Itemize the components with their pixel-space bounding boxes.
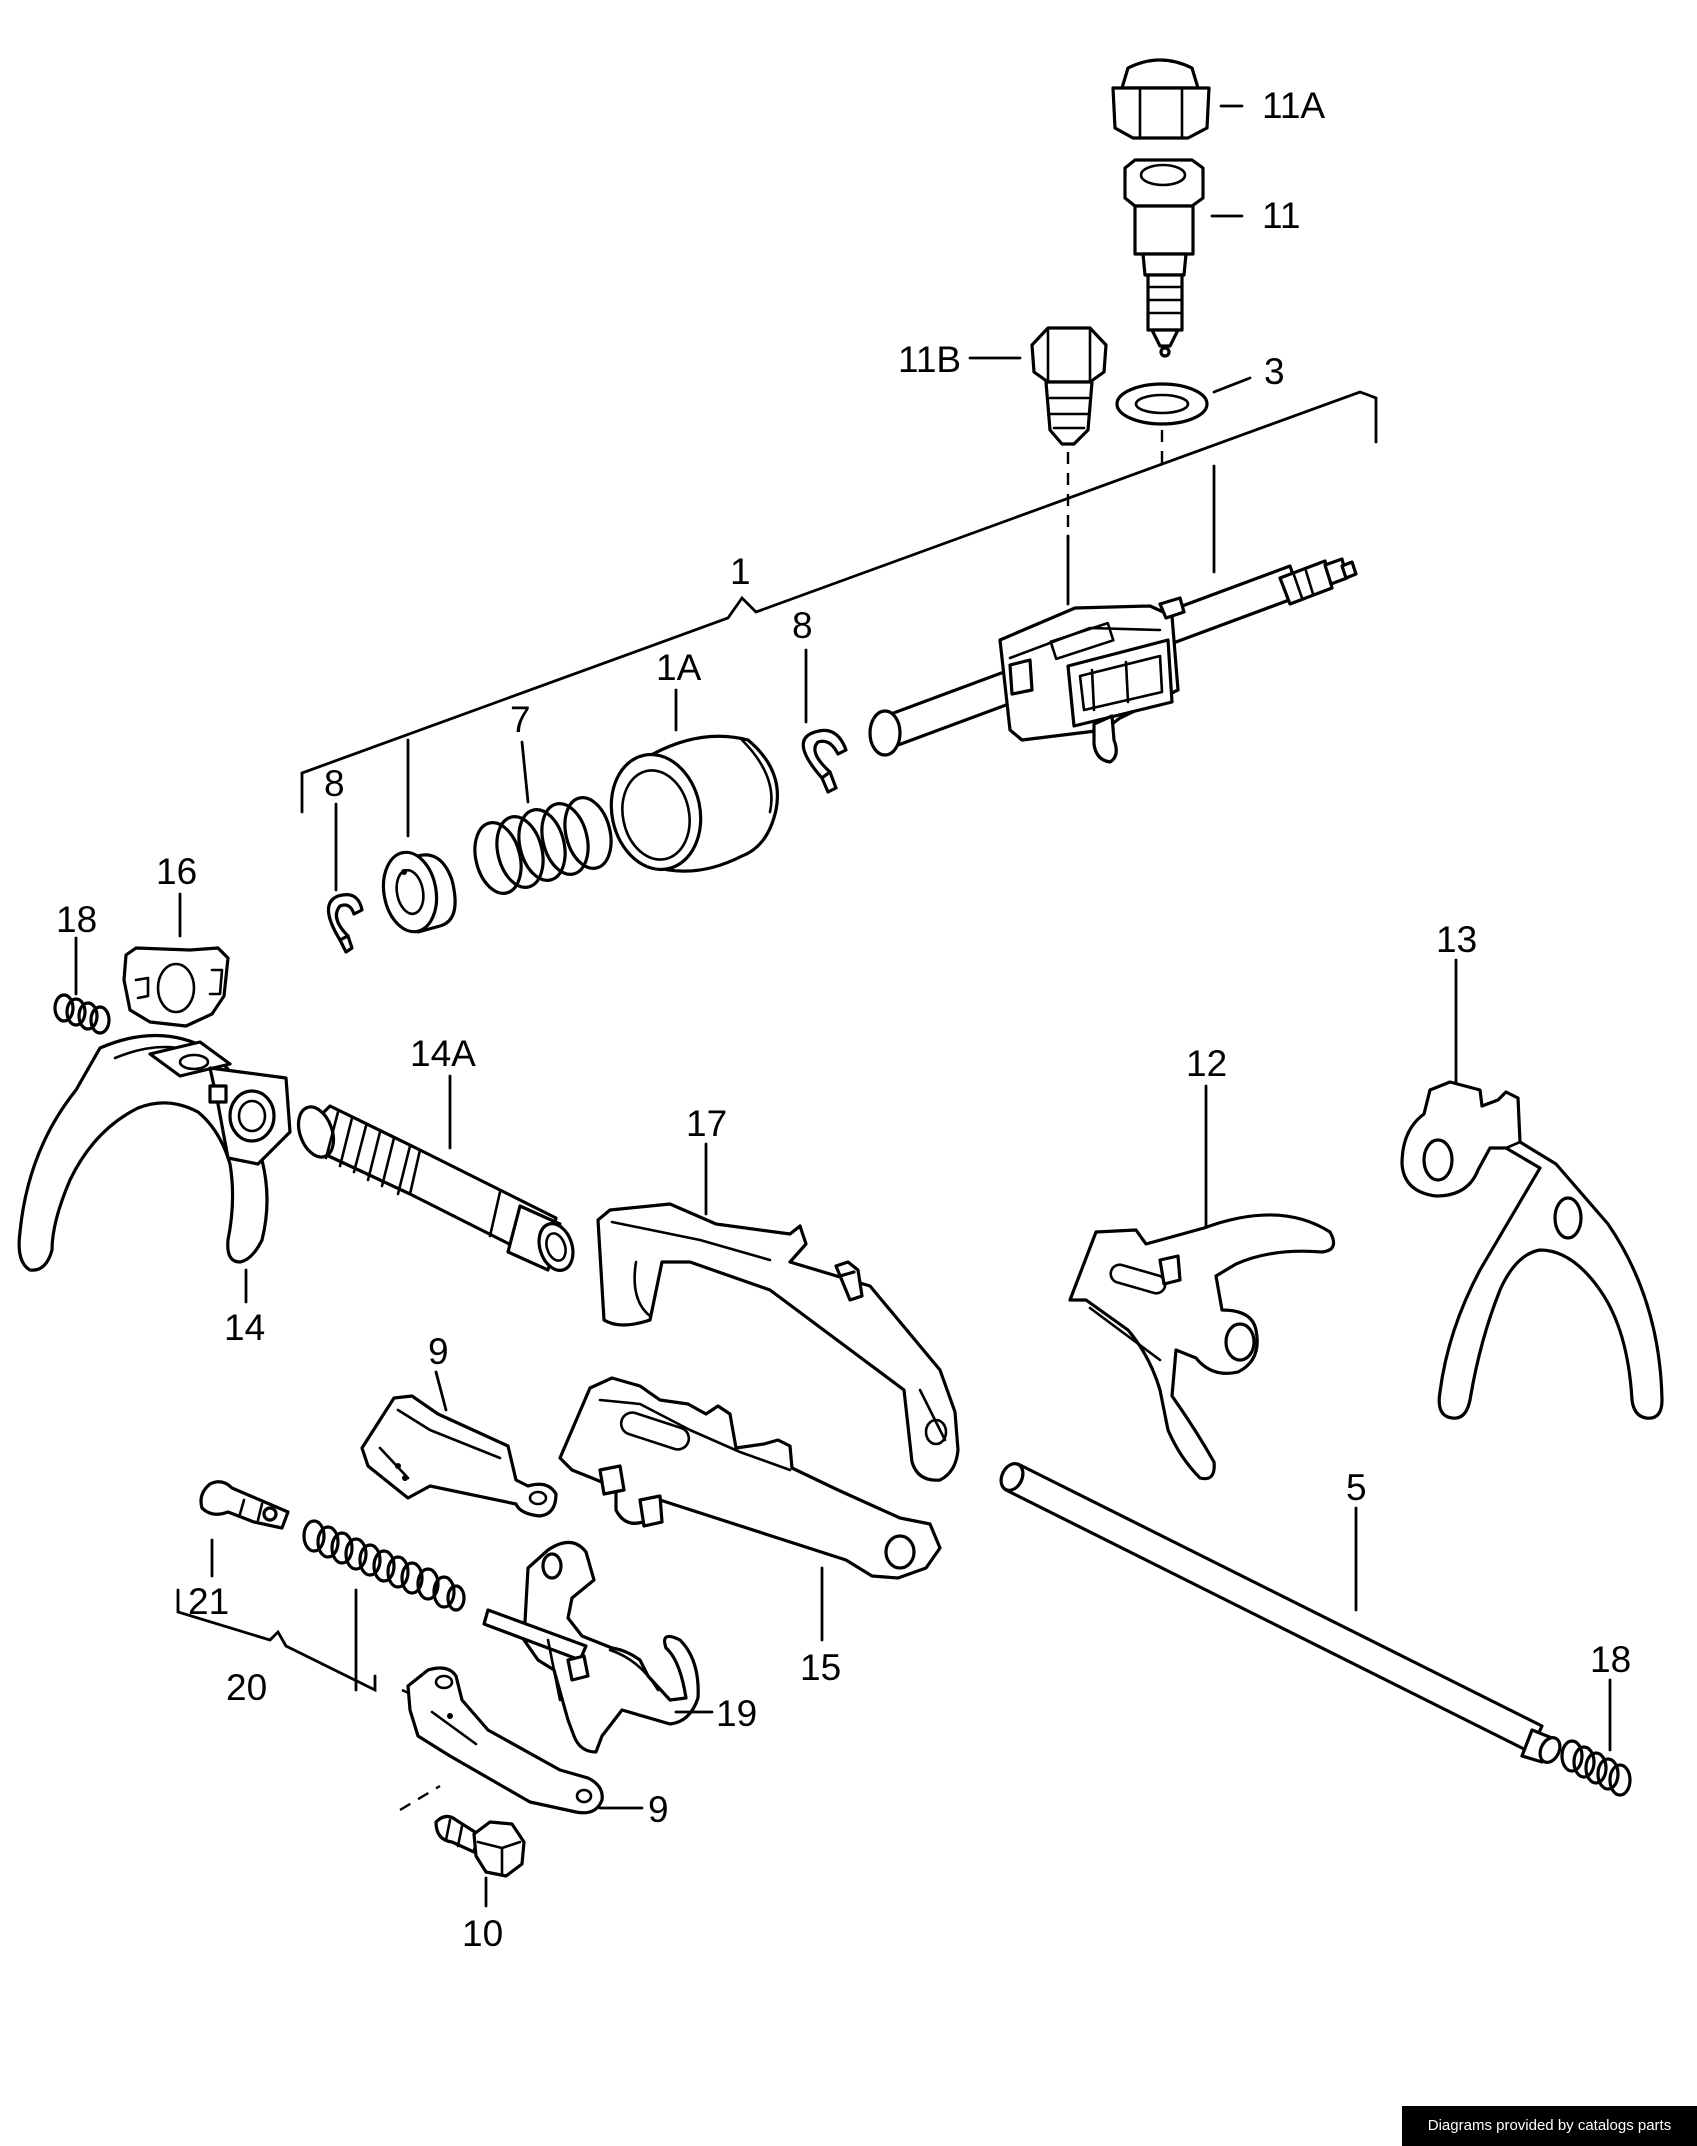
part-5-selector-rod[interactable]	[997, 1460, 1564, 1766]
group-20-bracket	[176, 1588, 377, 1693]
callout-5[interactable]: 5	[1346, 1467, 1367, 1508]
callout-18-left[interactable]: 18	[56, 899, 97, 940]
callout-18-right[interactable]: 18	[1590, 1639, 1631, 1680]
callout-14a[interactable]: 14A	[410, 1033, 476, 1074]
callout-12[interactable]: 12	[1186, 1043, 1227, 1084]
callout-9-upper[interactable]: 9	[428, 1331, 449, 1372]
diagram-credit: Diagrams provided by catalogs parts	[1402, 2106, 1697, 2146]
part-3-washer[interactable]	[1115, 382, 1209, 426]
leader-lines	[74, 104, 1612, 1908]
part-18-spring-right[interactable]	[1560, 1739, 1632, 1797]
part-18-spring-left[interactable]	[53, 993, 111, 1035]
callout-11[interactable]: 11	[1262, 195, 1300, 236]
part-20-spring[interactable]	[302, 1519, 466, 1612]
part-11b-plug-bolt[interactable]	[1030, 326, 1108, 446]
callout-10[interactable]: 10	[462, 1913, 503, 1954]
part-21-pin[interactable]	[199, 1480, 290, 1530]
part-8-circlip-right[interactable]	[801, 728, 848, 794]
callout-labels: 11A 11 11B 3 1 8 1A 7 8 16 18 13 14A 12 …	[56, 85, 1631, 1954]
callout-1[interactable]: 1	[730, 551, 751, 592]
part-bearing-bush[interactable]	[377, 848, 457, 936]
callout-9-lower[interactable]: 9	[648, 1789, 669, 1830]
part-8-circlip-left[interactable]	[326, 893, 364, 954]
callout-8-right[interactable]: 8	[792, 605, 813, 646]
part-15-selector-rail[interactable]	[558, 1376, 942, 1580]
callout-15[interactable]: 15	[800, 1647, 841, 1688]
callout-11a[interactable]: 11A	[1262, 85, 1325, 126]
callout-8-left[interactable]: 8	[324, 763, 345, 804]
part-11a-cap-nut[interactable]	[1111, 58, 1211, 140]
callout-1a[interactable]: 1A	[656, 647, 702, 688]
callout-3[interactable]: 3	[1264, 351, 1285, 392]
part-14a-shaft[interactable]	[292, 1102, 579, 1275]
part-13-selector-fork[interactable]	[1400, 1080, 1664, 1420]
part-16-guide-plate[interactable]	[122, 946, 230, 1028]
part-9-locking-plate-upper[interactable]	[360, 1394, 558, 1518]
part-11-switch[interactable]	[1123, 158, 1205, 358]
callout-20[interactable]: 20	[226, 1667, 267, 1708]
part-12-selector-fork[interactable]	[1068, 1213, 1336, 1481]
callout-11b[interactable]: 11B	[898, 339, 961, 380]
part-9-locking-plate-lower[interactable]	[406, 1666, 604, 1815]
callout-16[interactable]: 16	[156, 851, 197, 892]
part-1a-sleeve[interactable]	[601, 734, 780, 878]
part-19-selector-fork[interactable]	[482, 1540, 700, 1754]
part-10-bolt[interactable]	[434, 1814, 526, 1878]
part-14-selector-fork[interactable]	[17, 1033, 292, 1272]
callout-13[interactable]: 13	[1436, 919, 1477, 960]
group-1-bracket	[300, 390, 1378, 814]
callout-17[interactable]: 17	[686, 1103, 727, 1144]
part-17-selector-rail[interactable]	[596, 1202, 960, 1482]
callout-14[interactable]: 14	[224, 1307, 265, 1348]
assembly-line-9b	[399, 1784, 441, 1812]
part-1-shift-shaft-assembly[interactable]	[868, 557, 1358, 764]
callout-21[interactable]: 21	[188, 1581, 229, 1622]
callout-19[interactable]: 19	[716, 1693, 757, 1734]
callout-7[interactable]: 7	[510, 699, 531, 740]
part-7-spring[interactable]	[468, 793, 618, 899]
